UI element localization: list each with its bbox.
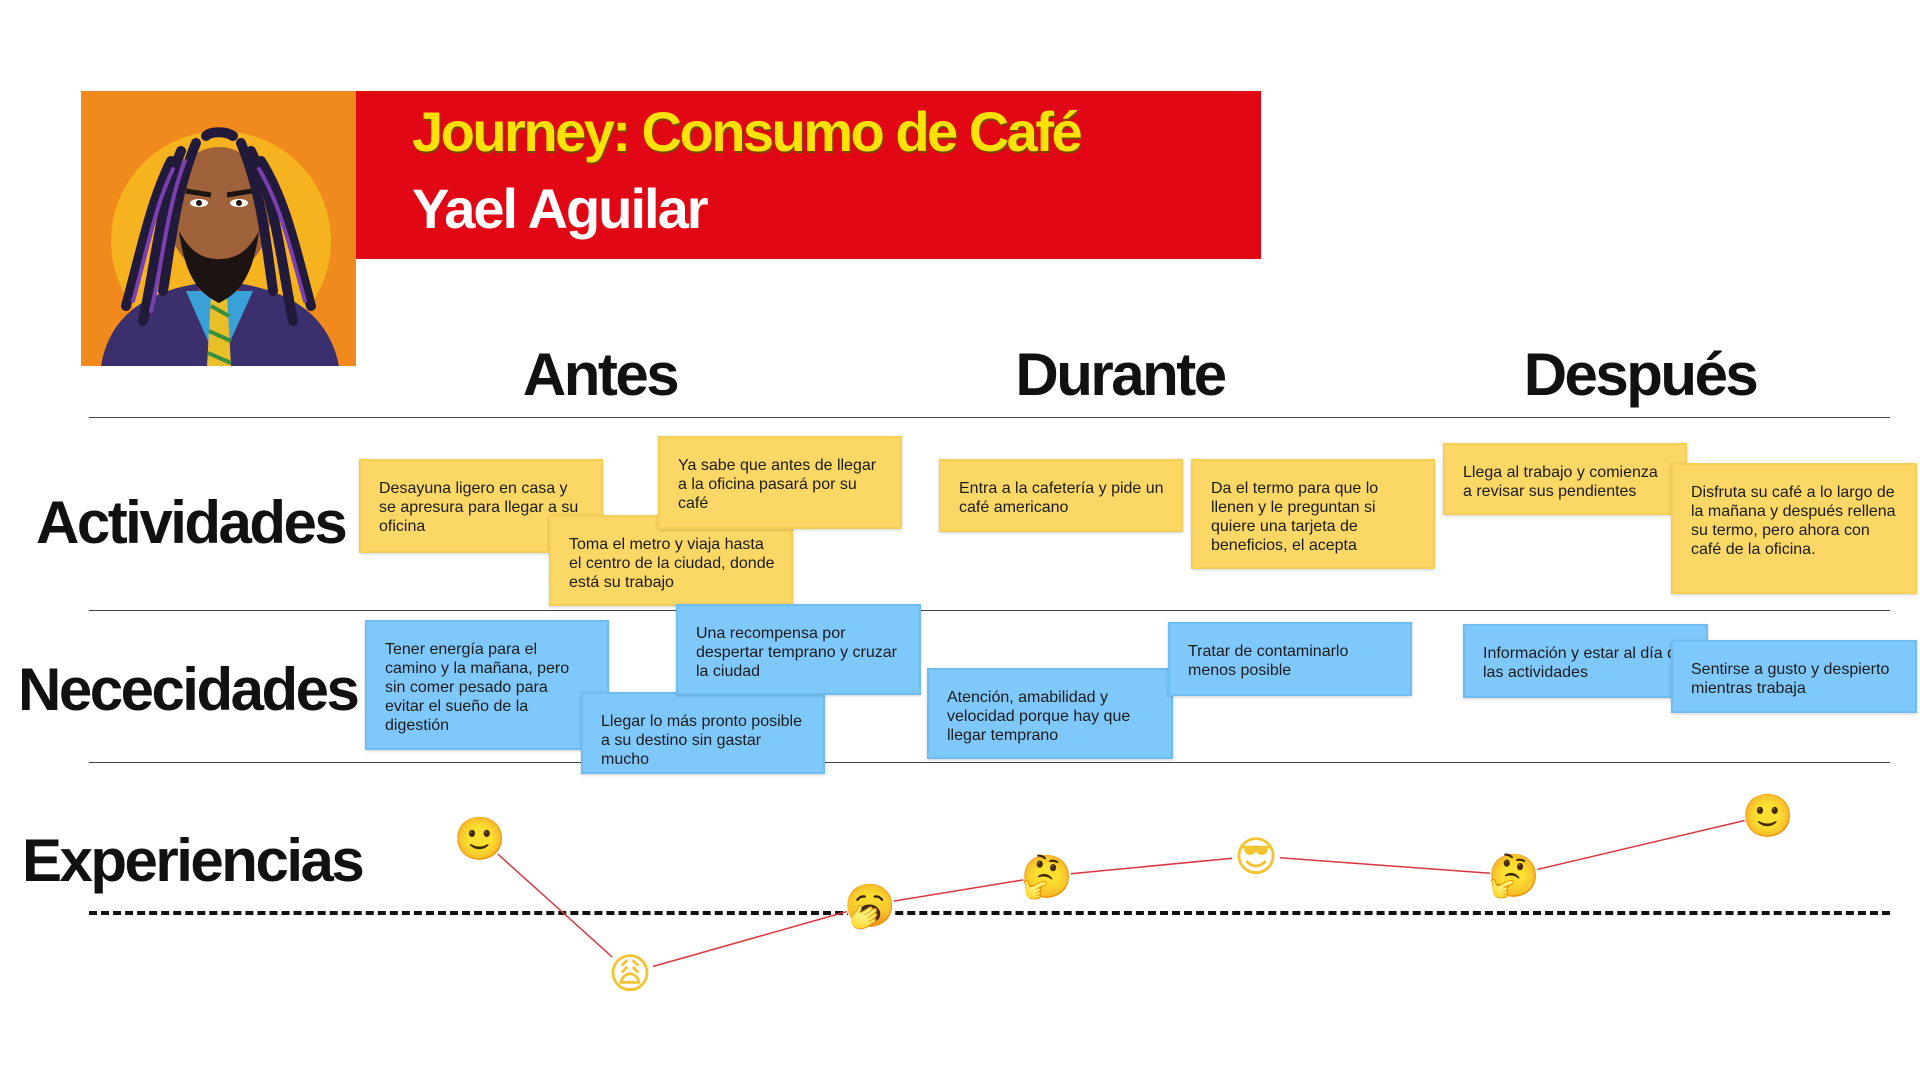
- experience-emoji: 🤔: [1021, 853, 1073, 901]
- sunglasses-face-icon: 😎: [1232, 832, 1280, 880]
- phase-heading-durante: Durante: [1015, 341, 1227, 408]
- experience-emoji: 😎: [1234, 833, 1278, 880]
- need-note: Tener energía para el camino y la mañana…: [365, 620, 609, 750]
- need-note: Llegar lo más pronto posible a su destin…: [581, 692, 825, 774]
- separator-middle: [89, 610, 1890, 611]
- activity-note: Disfruta su café a lo largo de la mañana…: [1671, 463, 1917, 594]
- phase-heading-antes: Antes: [522, 341, 680, 408]
- experience-connector: [1046, 855, 1257, 877]
- activity-note: Da el termo para que lo llenen y le preg…: [1191, 459, 1435, 569]
- weary-face-icon: 😩: [606, 949, 654, 997]
- activity-note: Llega al trabajo y comienza a revisar su…: [1443, 443, 1687, 515]
- persona-avatar: [81, 91, 356, 366]
- separator-bottom: [89, 762, 1890, 763]
- need-note: Tratar de contaminarlo menos posible: [1168, 622, 1412, 696]
- journey-title: Journey: Consumo de Café: [412, 100, 1083, 163]
- experience-connector: [629, 904, 871, 974]
- experience-emoji: 😩: [608, 950, 652, 997]
- need-note: Una recompensa por despertar temprano y …: [676, 604, 921, 695]
- separator-top: [89, 417, 1890, 418]
- slightly-smiling-face-icon: 🙂: [454, 814, 506, 862]
- row-label-necesidades: Nececidades: [18, 656, 360, 723]
- experience-emoji: 🙂: [454, 815, 506, 862]
- activity-note: Toma el metro y viaja hasta el centro de…: [549, 515, 793, 606]
- row-label-experiencias: Experiencias: [22, 827, 365, 894]
- row-label-actividades: Actividades: [36, 489, 348, 556]
- need-note: Atención, amabilidad y velocidad porque …: [927, 668, 1173, 759]
- persona-portrait-icon: [81, 91, 356, 366]
- experience-connector: [479, 837, 631, 974]
- title-banner: Journey: Consumo de Café Yael Aguilar: [356, 91, 1261, 259]
- yawning-face-icon: 🥱: [844, 881, 896, 931]
- experience-emoji: 🤔: [1488, 852, 1540, 900]
- experience-connector: [1255, 855, 1515, 876]
- need-note: Sentirse a gusto y despierto mientras tr…: [1671, 640, 1917, 713]
- slightly-smiling-face-icon: 🙂: [1742, 791, 1794, 839]
- persona-name: Yael Aguilar: [412, 177, 708, 240]
- phase-heading-despues: Después: [1523, 341, 1759, 408]
- thinking-face-icon: 🤔: [1488, 851, 1540, 900]
- thinking-face-icon: 🤔: [1021, 852, 1073, 901]
- activity-note: Ya sabe que antes de llegar a la oficina…: [658, 436, 902, 529]
- experience-emoji: 🥱: [844, 882, 896, 931]
- experience-emoji: 🙂: [1742, 792, 1794, 839]
- experience-connector: [869, 875, 1048, 906]
- experience-baseline: [89, 911, 1890, 915]
- activity-note: Entra a la cafetería y pide un café amer…: [939, 459, 1183, 532]
- need-note: Información y estar al día de las activi…: [1463, 624, 1708, 698]
- experience-connector: [1513, 814, 1769, 876]
